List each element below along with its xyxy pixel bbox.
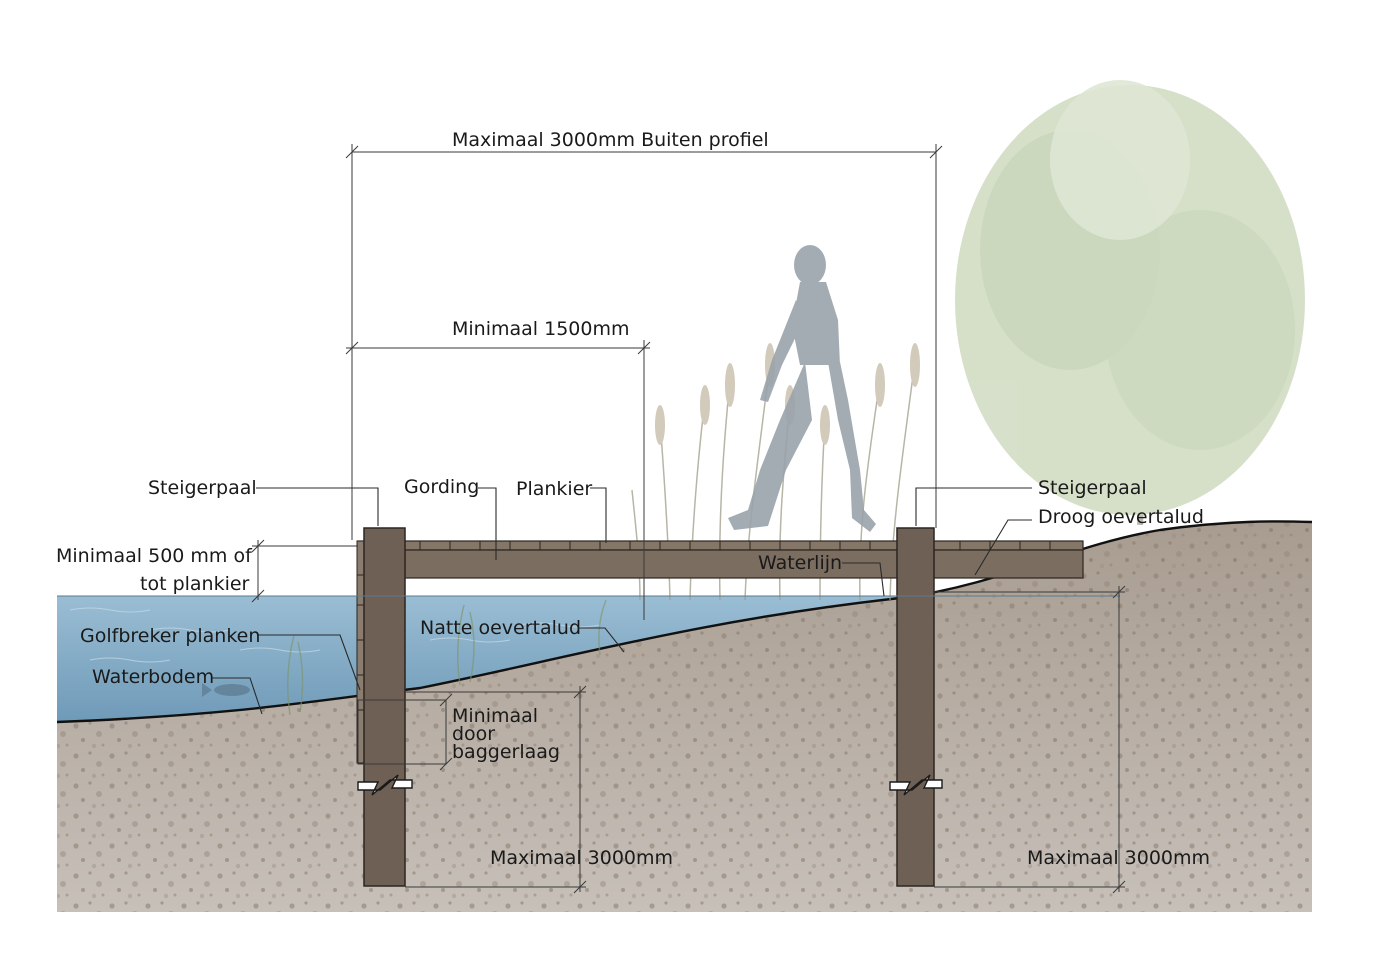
label-min-door-line3: baggerlaag bbox=[452, 741, 560, 763]
label-waterlijn: Waterlijn bbox=[758, 552, 842, 574]
dimension-depth-left bbox=[405, 685, 587, 894]
water-ripples bbox=[69, 607, 601, 663]
label-droog-oevertalud: Droog oevertalud bbox=[1038, 506, 1204, 528]
label-max-depth-right: Maximaal 3000mm bbox=[1027, 847, 1210, 869]
label-natte-oevertalud: Natte oevertalud bbox=[420, 617, 581, 639]
label-steigerpaal-left: Steigerpaal bbox=[148, 477, 257, 499]
dimension-min-width bbox=[345, 340, 651, 620]
label-waterbodem: Waterbodem bbox=[92, 666, 214, 688]
dimension-depth-right bbox=[934, 585, 1126, 894]
dimension-min-500 bbox=[251, 539, 358, 603]
walking-person-icon bbox=[728, 245, 876, 532]
pile-break-icon bbox=[357, 774, 943, 796]
label-plankier: Plankier bbox=[516, 478, 592, 500]
label-golfbreker: Golfbreker planken bbox=[80, 625, 260, 647]
ground-profile-line bbox=[56, 520, 1313, 724]
label-min-width: Minimaal 1500mm bbox=[452, 318, 629, 340]
label-steigerpaal-right: Steigerpaal bbox=[1038, 477, 1147, 499]
steigerpaal-right-post bbox=[896, 527, 935, 887]
label-min-door-line1: Minimaal bbox=[452, 705, 538, 727]
steigerpaal-left-post bbox=[363, 527, 406, 887]
aquatic-plants bbox=[287, 599, 607, 716]
label-min-500-line1: Minimaal 500 mm of bbox=[56, 545, 253, 567]
label-max-depth-left: Maximaal 3000mm bbox=[490, 847, 673, 869]
leader-lines bbox=[212, 487, 1032, 715]
fish-icon bbox=[202, 683, 250, 697]
tree-icon bbox=[955, 80, 1305, 526]
label-min-500-line2: tot plankier bbox=[140, 573, 250, 595]
deck-plank-joints bbox=[419, 541, 1051, 550]
label-gording: Gording bbox=[404, 476, 479, 498]
gording-beam bbox=[403, 549, 1084, 579]
water-body bbox=[57, 596, 900, 722]
label-max-profile: Maximaal 3000mm Buiten profiel bbox=[452, 129, 769, 151]
dimension-max-profile bbox=[345, 144, 943, 540]
label-min-door-line2: door bbox=[452, 723, 495, 745]
